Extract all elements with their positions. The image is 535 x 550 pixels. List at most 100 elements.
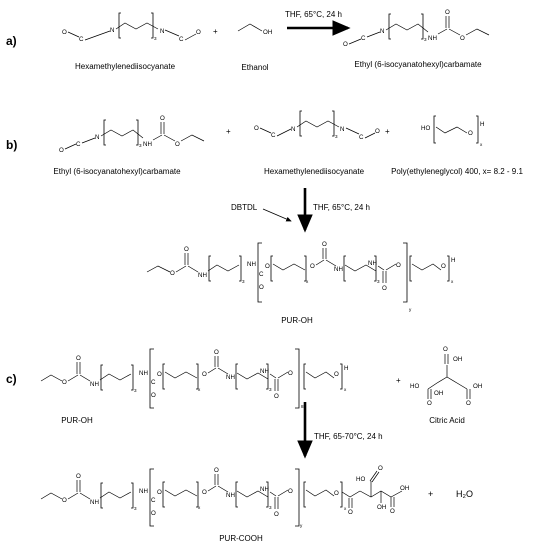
ethyl-chain — [40, 374, 63, 382]
bond — [364, 132, 376, 139]
atom-n: N — [160, 28, 164, 35]
bond — [152, 134, 163, 141]
bracket-right — [151, 12, 154, 39]
atom-oh: OH — [434, 390, 443, 397]
bond — [187, 265, 199, 273]
bond — [79, 492, 91, 500]
ethyl-chain — [146, 265, 171, 273]
bond — [84, 30, 111, 41]
bond — [64, 143, 77, 150]
subscript-x: x — [306, 279, 309, 284]
atom-c: C — [76, 141, 81, 148]
atom-o: O — [466, 400, 471, 407]
bracket-right — [196, 481, 199, 508]
citric-acid-structure: O OH OH O HO O OH — [410, 346, 482, 407]
bond — [237, 23, 263, 32]
zigzag-chain — [99, 491, 132, 499]
plus-sign: + — [428, 489, 433, 499]
bracket-right — [239, 255, 242, 282]
atom-o: O — [157, 489, 162, 496]
bracket-left — [343, 255, 346, 282]
atom-o: O — [322, 241, 327, 248]
atom-nh: NH — [368, 260, 377, 267]
atom-oh: OH — [453, 356, 462, 363]
subscript-three: 3 — [139, 143, 142, 148]
atom-c: C — [361, 35, 366, 42]
subscript-x: x — [451, 279, 454, 284]
bond — [207, 367, 217, 374]
bracket-right — [131, 364, 134, 391]
bond — [175, 265, 187, 273]
zigzag-chain — [236, 372, 269, 380]
atom-o: O — [196, 29, 201, 36]
label-ethanol: Ethanol — [241, 63, 268, 72]
ethanol-structure: OH — [237, 23, 272, 36]
atom-o: O — [151, 392, 156, 399]
atom-nh: NH — [247, 261, 256, 268]
bracket-right — [447, 255, 450, 282]
ethyl-chain — [40, 492, 63, 500]
ethyl-chain — [465, 28, 490, 36]
atom-h: H — [451, 257, 455, 264]
zigzag-chain — [236, 490, 269, 498]
subscript-x: x — [344, 387, 347, 392]
atom-n: N — [340, 126, 344, 133]
bond — [444, 354, 449, 364]
peg-chain — [305, 371, 335, 379]
bracket-left — [270, 255, 273, 282]
catalyst-arrow — [262, 208, 292, 222]
bracket-left — [100, 482, 103, 509]
zigzag-chain — [207, 264, 240, 272]
atom-o: O — [170, 270, 175, 277]
bond — [377, 265, 385, 271]
atom-o: O — [468, 130, 473, 137]
bracket-left — [433, 115, 436, 144]
atom-o: O — [343, 41, 348, 48]
atom-o: O — [443, 346, 448, 353]
subscript-three: 3 — [242, 279, 245, 284]
atom-o: O — [378, 465, 383, 472]
zigzag-chain — [99, 373, 132, 381]
atom-o: O — [460, 35, 465, 42]
label-pur-oh: PUR-OH — [281, 316, 313, 325]
subscript-three: 3 — [154, 36, 157, 41]
atom-o: O — [445, 9, 450, 16]
subscript-three: 3 — [134, 388, 137, 393]
zigzag-chain — [385, 23, 429, 33]
carbonyl-double-bond — [348, 498, 353, 508]
atom-o: O — [427, 400, 432, 407]
bracket-left — [103, 119, 106, 146]
bond — [79, 374, 91, 382]
bracket-right — [196, 363, 199, 390]
carbonyl-double-bond — [214, 356, 219, 367]
atom-ho: HO — [410, 383, 419, 390]
section-label-c: c) — [6, 372, 17, 386]
bond — [385, 263, 397, 271]
bond — [184, 33, 197, 41]
pur-cooh-structure: O O NH 3 NH C O O x O O NH 3 NH O O — [40, 465, 409, 528]
section-label-b: b) — [6, 138, 17, 152]
carbamate-structure-b: O C N 3 NH O O — [59, 115, 205, 154]
subscript-three: 3 — [269, 505, 272, 510]
subscript-eight: 8 — [301, 404, 304, 409]
label-citric-acid: Citric Acid — [429, 416, 465, 425]
carbonyl-double-bond — [390, 497, 395, 507]
bracket-right — [476, 115, 479, 144]
bond — [67, 374, 79, 382]
atom-nh: NH — [90, 381, 99, 388]
bracket-right — [340, 363, 343, 390]
bracket-left — [235, 363, 238, 390]
bond — [325, 259, 337, 267]
atom-oh: OH — [400, 485, 409, 492]
bond — [269, 491, 277, 497]
bracket-left — [162, 481, 165, 508]
section-label-a: a) — [6, 34, 17, 48]
atom-n: N — [95, 134, 99, 141]
atom-nh: NH — [139, 488, 148, 495]
carbonyl-double-bond — [322, 248, 327, 259]
subscript-three: 3 — [269, 387, 272, 392]
bracket-right — [421, 13, 424, 40]
atom-o: O — [274, 393, 279, 400]
bond — [345, 127, 360, 135]
